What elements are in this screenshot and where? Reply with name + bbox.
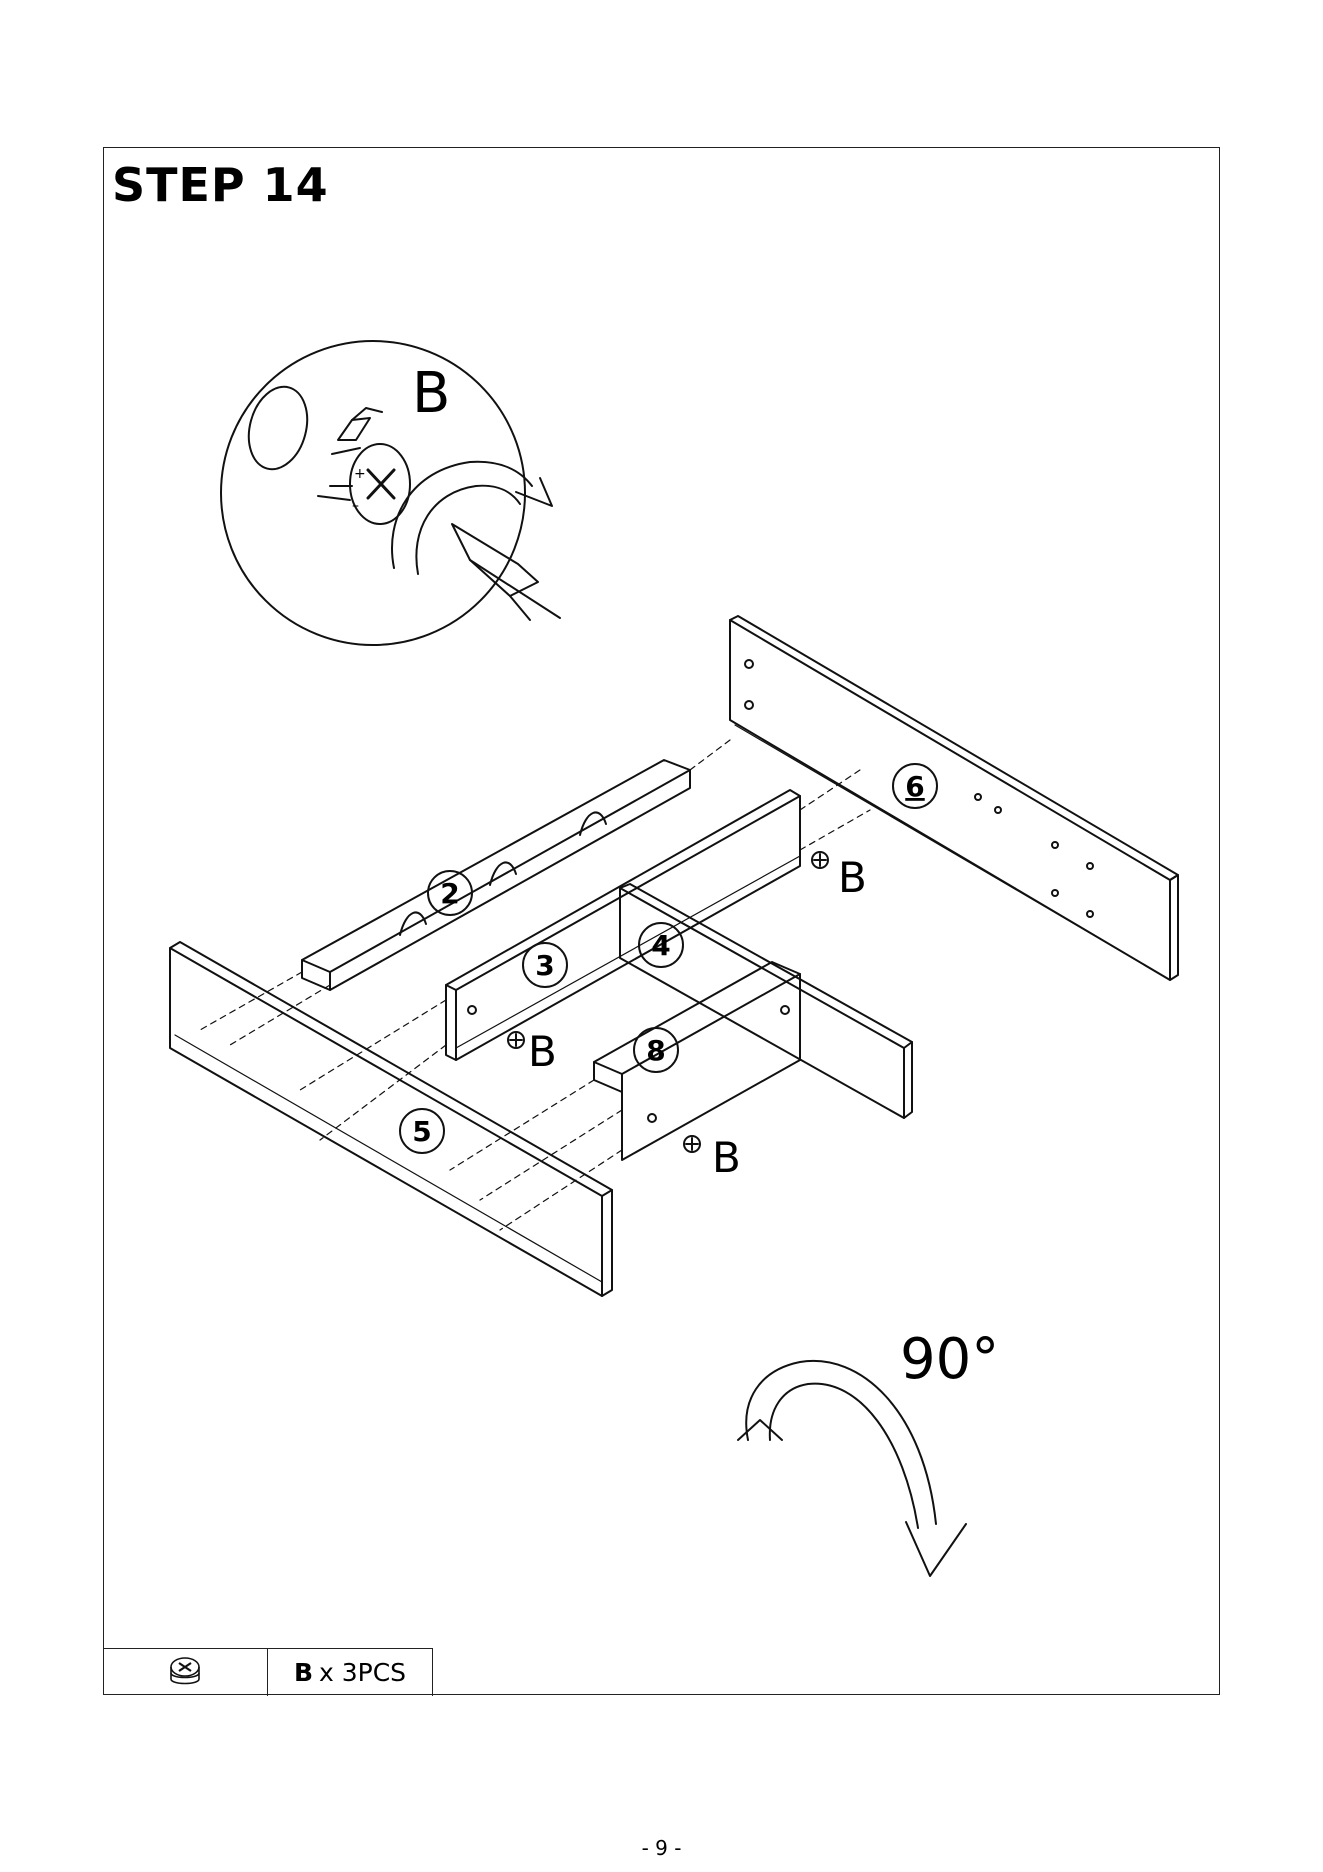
detail-circle: + – [221, 341, 560, 645]
callout-label-3: 3 [535, 949, 554, 982]
page-number: - 9 - [0, 1836, 1323, 1860]
callout-label-2: 2 [440, 877, 459, 910]
fastener-label-b1: B [838, 853, 867, 902]
cam-lock-b3-icon [684, 1136, 700, 1152]
svg-text:+: + [354, 466, 366, 482]
panel-5 [170, 942, 612, 1296]
cam-lock-b1-icon [812, 852, 828, 868]
callout-label-5: 5 [412, 1115, 431, 1148]
fastener-label-b2: B [528, 1027, 557, 1076]
detail-label: B [412, 361, 450, 426]
rotate-arrow-icon [392, 462, 552, 574]
callout-label-6: 6 [905, 770, 924, 803]
parts-letter: B [294, 1658, 313, 1687]
callout-label-4: 4 [651, 929, 670, 962]
panel-3 [446, 790, 800, 1060]
rotate-90-arrow-icon [738, 1361, 966, 1576]
callout-label-8: 8 [646, 1034, 665, 1067]
parts-quantity-cell: B x 3PCS [268, 1649, 433, 1696]
panel-2 [302, 760, 690, 990]
parts-icon-cell [103, 1649, 268, 1696]
cam-lock-icon [165, 1653, 205, 1693]
panel-8 [594, 962, 800, 1160]
cam-lock-detail-icon: + – [318, 408, 410, 524]
rotation-label: 90° [900, 1327, 999, 1392]
parts-quantity: x 3PCS [319, 1658, 406, 1687]
svg-text:–: – [352, 498, 359, 514]
panel-4 [620, 884, 912, 1118]
fastener-label-b3: B [712, 1133, 741, 1182]
screwdriver-icon [452, 524, 560, 620]
parts-table: B x 3PCS [103, 1648, 433, 1696]
cam-lock-b2-icon [508, 1032, 524, 1048]
